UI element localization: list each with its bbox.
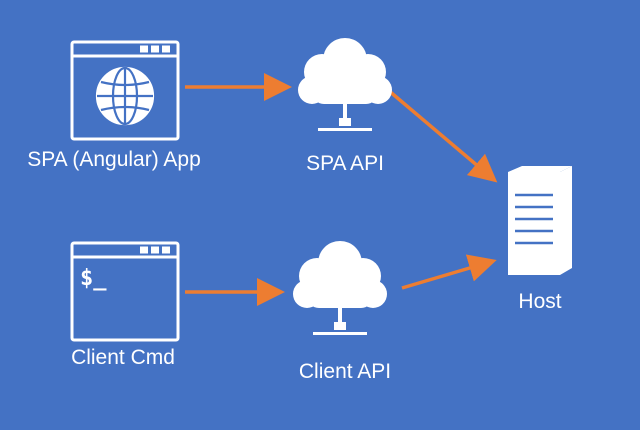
edge-client-api-to-host — [401, 254, 497, 290]
cloud-network-icon — [293, 241, 387, 335]
terminal-window-icon: $_ — [70, 241, 180, 342]
globe-icon — [95, 66, 155, 126]
cloud-network-icon — [298, 38, 392, 131]
spa-app-label: SPA (Angular) App — [27, 148, 201, 171]
client-api-label: Client API — [298, 360, 392, 383]
edge-spa-api-to-host — [386, 88, 498, 183]
globe-window-icon — [70, 40, 180, 141]
client-cmd-label: Client Cmd — [71, 346, 175, 369]
terminal-prompt: $_ — [80, 266, 107, 291]
spa-api-label: SPA API — [306, 152, 384, 175]
host-label: Host — [518, 290, 562, 313]
server-icon — [508, 166, 572, 275]
